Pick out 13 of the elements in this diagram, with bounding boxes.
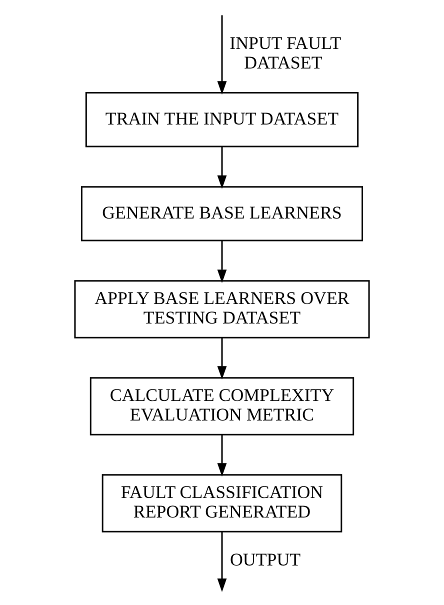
- node-box: APPLY BASE LEARNERS OVER TESTING DATASET: [74, 280, 370, 338]
- arrow: [217, 15, 227, 95]
- node-box: GENERATE BASE LEARNERS: [80, 186, 364, 242]
- arrow: [217, 532, 227, 592]
- node-box: TRAIN THE INPUT DATASET: [85, 92, 359, 148]
- arrow: [217, 240, 227, 284]
- node-box: FAULT CLASSIFICATION REPORT GENERATED: [102, 474, 342, 532]
- node-box: CALCULATE COMPLEXITY EVALUATION METRIC: [90, 377, 354, 436]
- arrow: [217, 434, 227, 477]
- edge-label: INPUT FAULT DATASET: [230, 32, 342, 72]
- arrow: [217, 338, 227, 380]
- edge-label: OUTPUT: [230, 549, 301, 570]
- arrow: [217, 147, 227, 189]
